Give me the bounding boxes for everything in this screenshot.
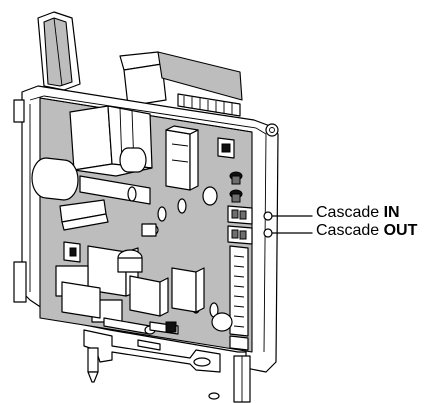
transformer [69,105,153,177]
callout-cascade-in: Cascade IN [316,204,400,222]
header-connector-top [217,137,235,159]
status-leds [229,171,243,203]
pin-header-right [229,245,249,351]
power-relays [55,245,205,323]
standoffs [87,347,251,403]
cascade-connectors [227,205,273,245]
callout-leaders [271,215,313,234]
terminal-block [61,241,101,319]
fuses [103,312,233,335]
callout-cascade-out-prefix: Cascade [316,222,380,239]
callout-cascade-out: Cascade OUT [316,222,417,240]
callout-cascade-in-prefix: Cascade [316,204,380,221]
callout-cascade-in-suffix: IN [383,204,400,221]
callout-cascade-out-suffix: OUT [383,222,418,239]
relay-block [165,125,199,191]
top-edge-connector [177,93,241,117]
capacitor-large [31,147,147,201]
top-bracket [37,11,243,107]
